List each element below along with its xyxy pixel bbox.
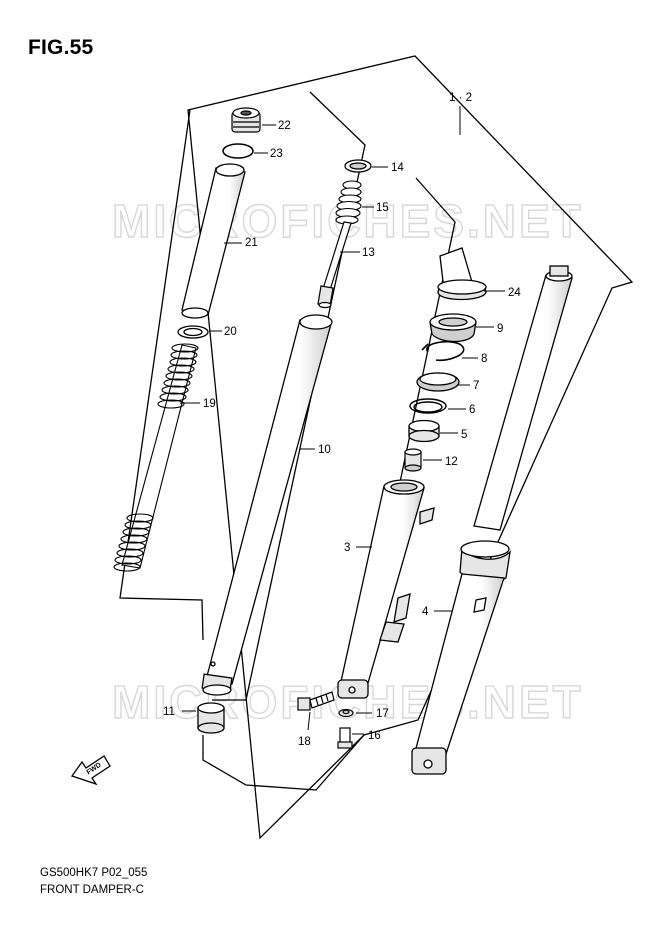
assembly-frames (119, 55, 634, 840)
callout-retainer: 6 (469, 404, 475, 416)
outer-tube-icon (337, 479, 435, 699)
callout-snap-ring: 8 (481, 353, 487, 365)
fork-assembly-icon (411, 265, 573, 775)
callout-fork-spring: 19 (203, 398, 216, 410)
callout-dust-seal: 9 (497, 323, 503, 335)
callout-gasket: 17 (376, 708, 389, 720)
callout-guide-bushing: 11 (163, 706, 175, 718)
forward-arrow-icon: FWD (70, 755, 111, 786)
footer-name: FRONT DAMPER-C (40, 884, 144, 896)
callout-oil-seal: 7 (473, 380, 479, 392)
gasket-icon (338, 708, 354, 718)
figure-title: FIG.55 (28, 36, 94, 59)
assembly-label: 1 · 2 (449, 92, 472, 104)
dust-seal-icon (429, 313, 477, 343)
rebound-spring-icon (335, 180, 362, 225)
spacer-icon (181, 163, 246, 319)
callout-ring: 14 (391, 162, 404, 174)
guide-bushing-icon (197, 702, 225, 734)
frame-mid (391, 177, 456, 521)
callout-oil-lock-piece: 12 (445, 456, 458, 468)
cap-bolt-icon (231, 107, 261, 133)
callout-spacer: 21 (245, 237, 258, 249)
callout-rebound-spring: 15 (376, 202, 389, 214)
callout-damper-rod: 13 (362, 247, 375, 259)
ring-icon (344, 159, 372, 173)
callout-o-ring: 23 (270, 148, 283, 160)
washer-icon (177, 325, 209, 339)
callout-drain-bolt: 16 (368, 730, 381, 742)
snap-ring-icon (421, 340, 465, 362)
frame-left-1 (119, 109, 204, 641)
callouts: 22 23 21 20 19 14 15 13 10 11 24 9 8 7 6 5 12 3 4 17 18 16 (163, 120, 521, 748)
footer-code: GS500HK7 P02_055 (40, 867, 148, 879)
frame-left-2 (212, 91, 366, 701)
drain-bolt-icon (337, 727, 353, 749)
inner-tube-icon (201, 314, 333, 696)
callout-dust-cover: 24 (508, 287, 521, 299)
leader-damper-bolt (307, 711, 311, 731)
callout-inner-tube: 10 (318, 444, 331, 456)
dust-cover-icon (437, 247, 487, 301)
fork-spring-icon (113, 343, 199, 572)
o-ring-icon (222, 143, 254, 159)
callout-cap-bolt: 22 (278, 120, 291, 132)
callout-washer: 20 (224, 326, 237, 338)
outer-frame (187, 55, 634, 840)
damper-bolt-icon (297, 691, 335, 711)
slide-bushing-icon (408, 419, 440, 443)
oil-lock-piece-icon (404, 448, 422, 472)
frame-bottom (202, 734, 365, 791)
oil-seal-icon (416, 372, 460, 392)
retainer-icon (409, 398, 447, 414)
callout-fork-assembly: 4 (422, 606, 429, 618)
damper-rod-icon (317, 221, 352, 309)
callout-slide-bushing: 5 (461, 429, 467, 441)
callout-outer-tube: 3 (344, 542, 350, 554)
callout-damper-bolt: 18 (298, 736, 311, 748)
